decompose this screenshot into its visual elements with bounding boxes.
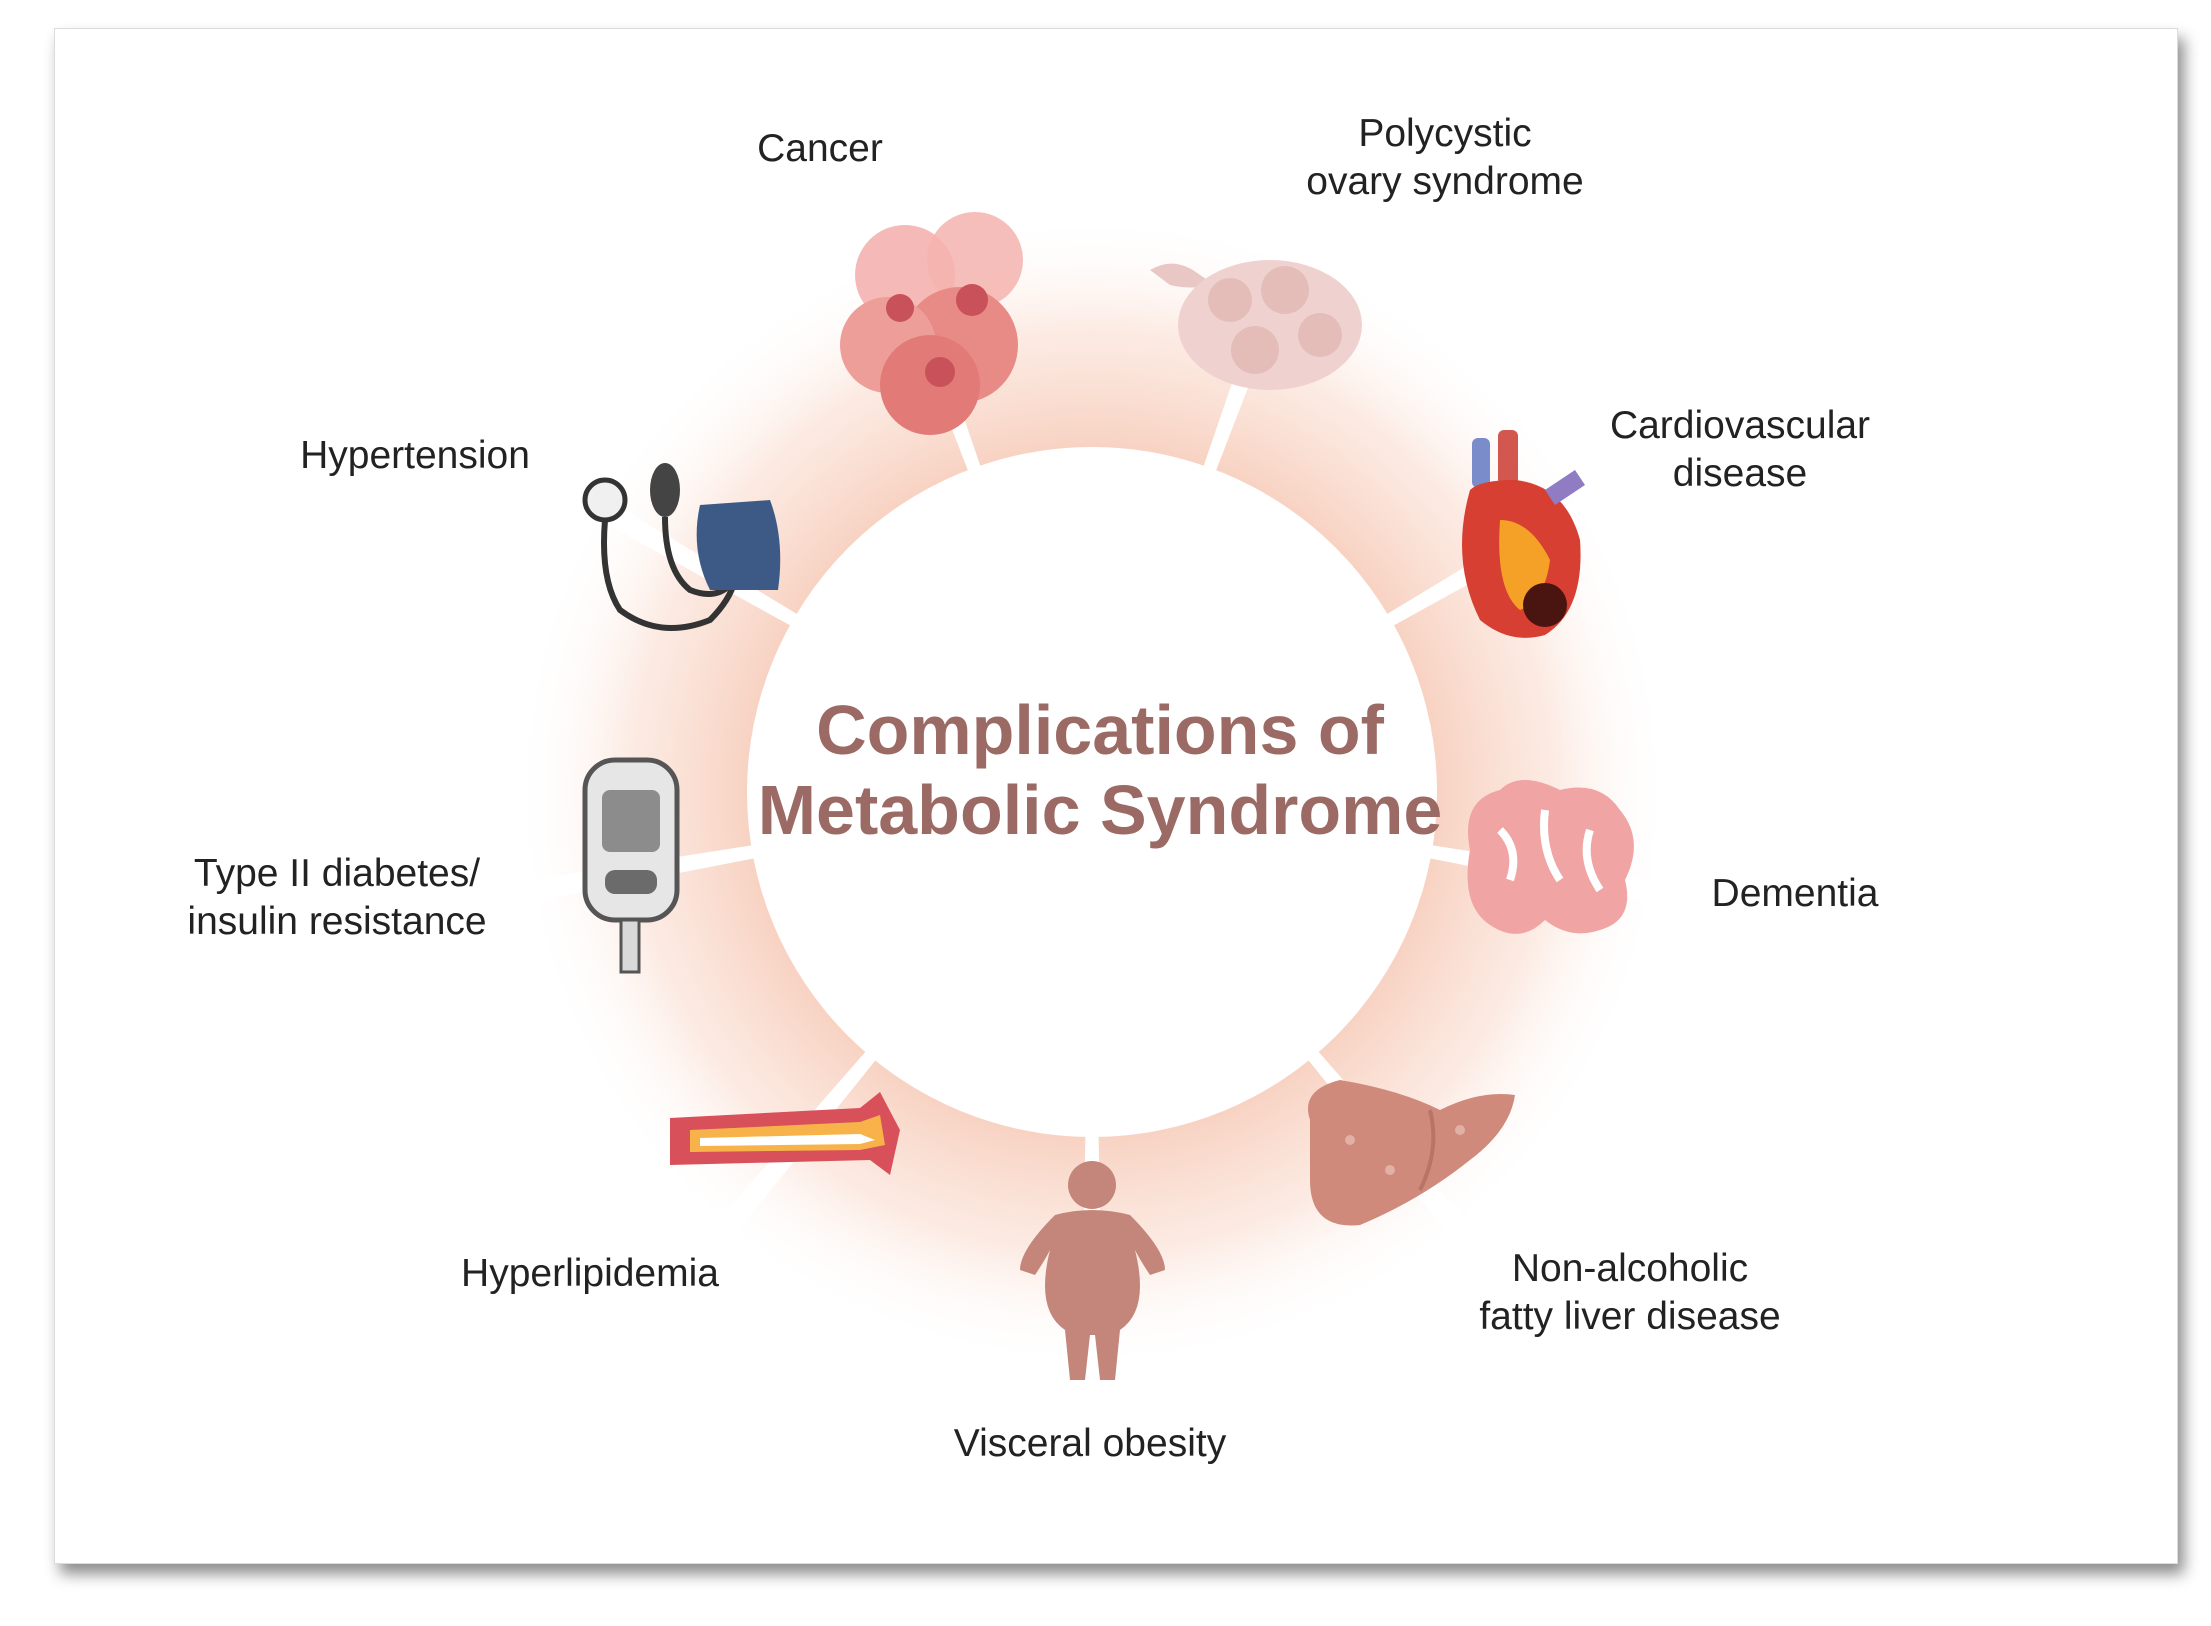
obese-person-icon (1020, 1161, 1165, 1380)
label-diabetes: Type II diabetes/ insulin resistance (187, 852, 487, 943)
label-nafld: Non-alcoholic fatty liver disease (1479, 1247, 1781, 1338)
plaque-artery-icon (670, 1092, 900, 1175)
title-line-1: Complications of (816, 691, 1384, 769)
label-cancer: Cancer (757, 127, 883, 170)
heart-icon (1462, 430, 1585, 638)
brain-icon (1467, 780, 1634, 934)
segment-obesity (715, 1056, 1086, 1392)
label-dementia: Dementia (1711, 872, 1879, 915)
segment-nafld (1098, 1056, 1469, 1392)
cancer-cells-icon (840, 212, 1023, 435)
liver-icon (1308, 1080, 1515, 1226)
center-disc (747, 447, 1437, 1137)
segment-cardiovascular (1389, 502, 1693, 885)
label-visceral-obesity: Visceral obesity (953, 1422, 1227, 1465)
ovary-icon (1150, 260, 1362, 390)
blood-pressure-cuff-icon (582, 463, 781, 631)
glucometer-icon (582, 757, 680, 974)
label-hypertension: Hypertension (300, 434, 530, 477)
label-pcos: Polycystic ovary syndrome (1306, 112, 1584, 203)
label-cardiovascular: Cardiovascular disease (1609, 404, 1871, 495)
title-line-2: Metabolic Syndrome (757, 771, 1443, 849)
diagram-title: Complications of Metabolic Syndrome (700, 690, 1500, 850)
segment-diabetes (492, 502, 795, 885)
label-hyperlipidemia: Hyperlipidemia (461, 1252, 719, 1295)
